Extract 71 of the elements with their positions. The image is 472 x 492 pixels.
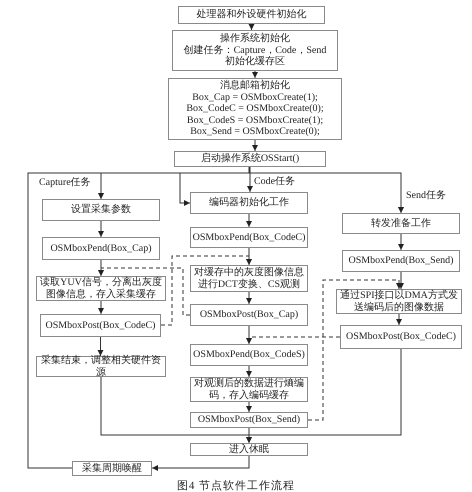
box-text: Box_CodeC = OSMboxCreate(0);	[186, 103, 324, 115]
box-text: 对观测后的数据进行熵编码，存入编码缓存	[193, 378, 305, 401]
arrow	[152, 456, 250, 471]
box-text: 编码器初始化工作	[209, 197, 289, 209]
process-box	[178, 6, 325, 24]
process-box	[190, 227, 308, 248]
box-text: 设置采集参数	[71, 204, 131, 216]
box-text: Box_Cap = OSMboxCreate(1);	[192, 92, 318, 104]
arrow	[398, 234, 404, 250]
dashed-arrow	[246, 336, 340, 344]
process-box	[190, 412, 308, 428]
process-box	[40, 314, 161, 337]
process-box	[190, 344, 308, 366]
box-text: 处理器和外设硬件初始化	[196, 9, 306, 21]
arrow	[98, 336, 104, 356]
edge-label: Capture任务	[38, 177, 92, 189]
process-box	[190, 443, 308, 456]
arrow	[396, 314, 402, 326]
process-box	[172, 30, 338, 71]
arrow	[247, 166, 253, 192]
box-text: 进入休眠	[229, 444, 269, 456]
edge-label: Send任务	[405, 190, 447, 202]
process-box	[42, 199, 160, 221]
process-box	[168, 78, 342, 140]
box-text: 采集周期唤醒	[82, 462, 142, 474]
process-box	[340, 325, 462, 349]
box-text: OSMboxPend(Box_Send)	[348, 255, 454, 267]
box-heading: 消息邮箱初始化	[220, 80, 290, 92]
box-text: OSMboxPost(Box_Cap)	[200, 309, 298, 321]
arrow	[246, 214, 252, 228]
box-text: 启动操作系统OSStart()	[200, 153, 300, 165]
box-text: Box_CodeS = OSMboxCreate(1);	[186, 114, 324, 126]
arrow	[246, 326, 252, 344]
box-text: 转发准备工作	[371, 218, 431, 230]
arrow	[252, 140, 258, 152]
box-text: OSMboxPend(Box_CodeC)	[192, 232, 306, 244]
arrow	[252, 70, 258, 78]
arrow	[246, 402, 252, 412]
box-text: 采集结束，调整相关硬件资源	[40, 355, 162, 378]
process-box	[190, 192, 308, 214]
dashed-arrow	[160, 256, 252, 326]
box-text: 对缓存中的灰度图像信息进行DCT变换、CS观测	[193, 267, 305, 290]
box-text: 通过SPI接口以DMA方式发送编码后的图像数据	[339, 290, 459, 313]
box-text: 初始化缓存区	[225, 56, 285, 68]
process-box	[342, 213, 460, 234]
dashed-arrow	[98, 268, 190, 316]
arrow	[398, 272, 404, 290]
box-text: OSMboxPend(Box_CodeS)	[193, 349, 305, 361]
process-box	[72, 461, 152, 476]
box-heading: 操作系统初始化	[220, 33, 290, 45]
box-text: 创建任务：Capture，Code，Send	[184, 44, 326, 56]
box-text: OSMboxPost(Box_Send)	[198, 414, 300, 426]
dashed-arrow	[308, 280, 402, 420]
arrow	[246, 292, 252, 304]
arrow	[248, 24, 254, 30]
box-text: OSMboxPost(Box_CodeC)	[45, 320, 156, 332]
arrow	[246, 248, 252, 266]
edge-label: Code任务	[253, 176, 296, 188]
arrow	[98, 220, 104, 238]
box-text: OSMboxPost(Box_CodeC)	[346, 331, 456, 343]
process-box	[174, 151, 326, 167]
box-text: OSMboxPend(Box_Cap)	[50, 242, 152, 254]
process-box	[342, 250, 460, 272]
process-box	[190, 304, 308, 326]
process-box	[42, 237, 160, 260]
box-text: Box_Send = OSMboxCreate(0);	[190, 126, 320, 138]
box-text: 读取YUV信号，分离出灰度图像信息，存入采集缓存	[39, 277, 163, 300]
arrow	[246, 366, 252, 378]
arrow	[246, 348, 402, 444]
arrow	[98, 300, 104, 314]
figure-caption: 图4 节点软件工作流程	[176, 480, 296, 492]
